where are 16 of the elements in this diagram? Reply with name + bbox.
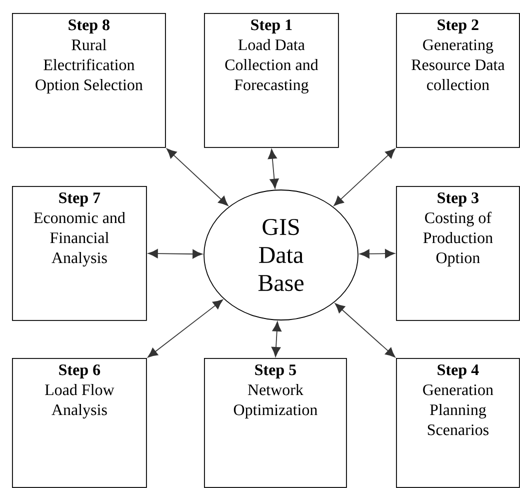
arrow <box>148 249 202 259</box>
step-box: Step 6 Load Flow Analysis <box>12 358 147 488</box>
arrow <box>166 148 228 206</box>
step-box: Step 3 Costing of Production Option <box>396 186 520 321</box>
step-box: Step 1 Load Data Collection and Forecasting <box>204 13 339 148</box>
step-box: Step 5 Network Optimization <box>204 358 347 488</box>
arrow <box>271 321 282 357</box>
arrow <box>334 148 396 206</box>
step-box: Step 4 Generation Planning Scenarios <box>396 358 520 488</box>
arrow <box>334 303 396 358</box>
arrow <box>268 149 279 189</box>
arrow <box>360 249 395 258</box>
step-box: Step 7 Economic and Financial Analysis <box>12 186 147 321</box>
step-box: Step 8 Rural Electrification Option Selection <box>12 13 166 148</box>
step-box: Step 2 Generating Resource Data collection <box>396 13 520 148</box>
arrow <box>148 300 223 358</box>
